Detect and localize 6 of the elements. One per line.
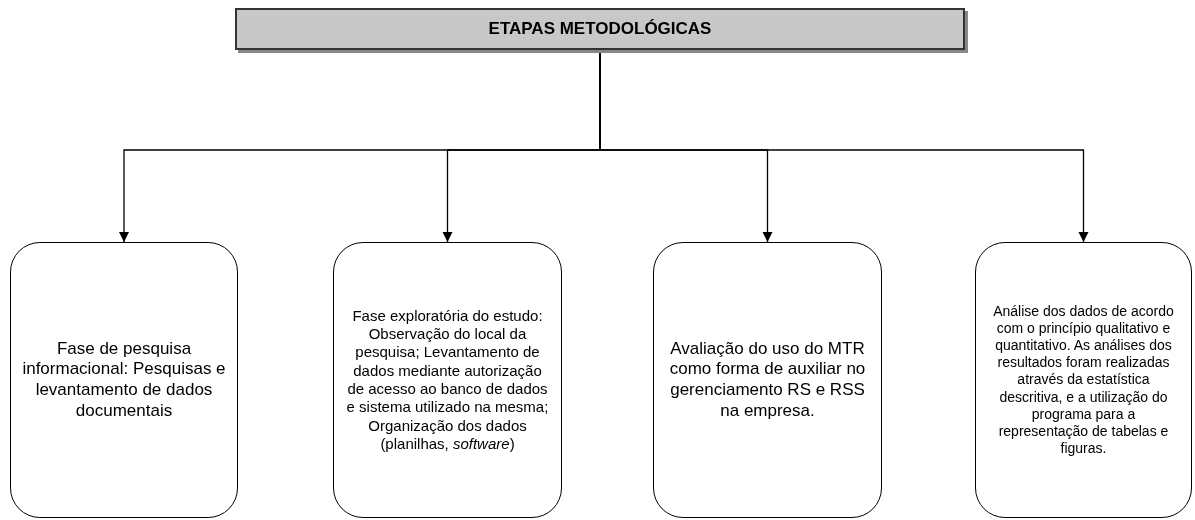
arrow [599, 51, 1089, 243]
process-box: Fase de pesquisa informacional: Pesquisas e levantamento de dados documentais [10, 242, 238, 518]
process-box: Avaliação do uso do MTR como forma de auxiliar no gerenciamento RS e RSS na empresa. [653, 242, 882, 518]
process-box: Fase exploratória do estudo: Observação do local da pesquisa; Levantamento de dados mediante autorização de acesso ao banco de dados e sistema utilizado na mesma; Organização dos dados (planilhas, software) [333, 242, 562, 518]
process-box: Análise dos dados de acordo com o princípio qualitativo e quantitativo. As análises dos resultados foram realizadas através da estatística descritiva, e a utilização do programa para a representação de tabelas e figuras. [975, 242, 1192, 518]
title-box: ETAPAS METODOLÓGICAS [235, 8, 965, 50]
